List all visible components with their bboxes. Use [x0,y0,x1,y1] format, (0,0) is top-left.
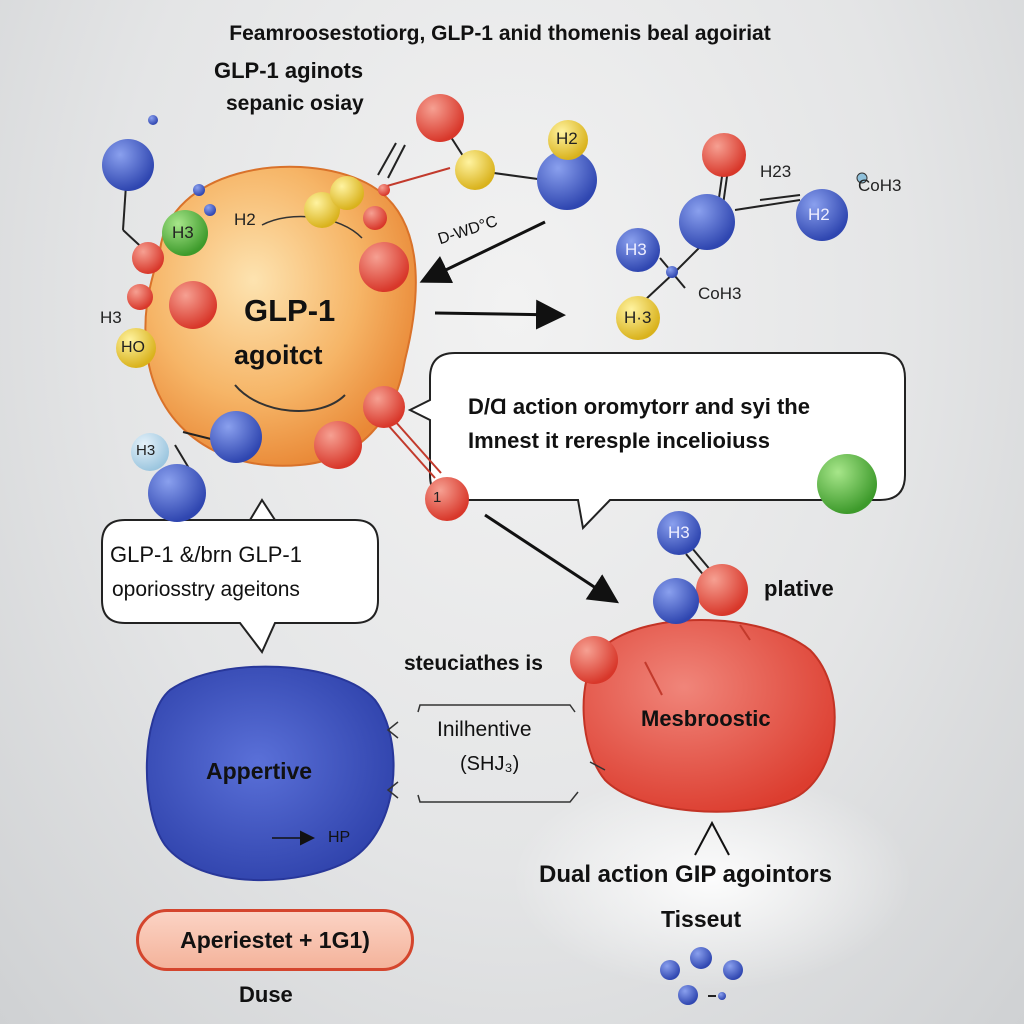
appertive-cell [145,665,395,882]
atom-label-h3-left: H3 [100,308,122,327]
glow-background [512,770,912,990]
appertive-hp-label: HP [328,829,351,846]
atom-label-h2-right: H2 [808,205,830,224]
diagram-header-line2: GLP-1 aginots [214,58,364,83]
atom-label-h2-top: H2 [234,210,256,229]
atom-label-h3-cell: H3 [668,523,690,542]
caret-up [694,820,730,856]
dual-action-label: Dual action GIP agointors [539,861,832,888]
green-atom-bubble [817,454,877,514]
small-lightblue-atom [856,172,868,184]
atom-label-h3-small: H3 [136,442,156,459]
left-bubble-line1: GLP-1 &/brn GLP-1 [110,542,302,567]
atom-label-h3-yellow: H·3 [624,308,652,327]
diagram-header-line3: sepanic osiay [226,92,364,115]
mesbroostic-label: Mesbroostic [641,706,771,731]
glp1-cell-subtitle: agoitct [234,340,323,370]
plative-label: plative [764,576,834,601]
action-speech-bubble [407,352,906,531]
red-bonds [371,167,751,696]
action-bubble-line2: Imnest it rerespIe incelioiuss [468,428,771,453]
atom-label-ho: HO [121,339,145,356]
aperiestet-pill: Aperiestet + 1G1) [136,909,414,971]
atom-label-one: 1 [433,489,442,506]
atom-label-h3-right: H3 [625,240,647,259]
atom-label-h2-yellow: H2 [556,129,578,148]
left-speech-bubble [101,519,379,654]
atom-label-coh3-top: CoH3 [858,176,902,195]
red-atom-1 [425,477,469,521]
tisseut-label: Tisseut [661,906,742,932]
inilhentive-label: Inilhentive [437,718,532,741]
glp1-cell-title: GLP-1 [244,293,336,328]
green-atom-left [162,210,208,256]
yellow-atoms [116,120,660,368]
appertive-label: Appertive [206,758,313,784]
inilhentive-brackets [386,704,606,803]
lightblue-atom [131,433,169,471]
small-molecule-cluster [660,947,743,1005]
arrows [272,220,620,846]
atom-label-h3-green: H3 [172,223,194,242]
action-bubble-line1: D/Ɑ action oromytorr and syi the [468,394,810,419]
red-atoms [127,94,748,684]
mesbroostic-cell [582,619,836,813]
atom-label-coh3-mid: CoH3 [698,284,742,303]
left-bubble-line2: oporiosstry ageitons [112,578,300,601]
diagram-header-line1: Feamroosestotiorg, GLP-1 anid thomenis b… [229,22,771,45]
blue-atoms [102,115,848,624]
left-bubble-pointer-up [248,498,277,521]
duse-label: Duse [239,982,293,1007]
steuciathes-label: steuciathes is [404,652,543,675]
inilhentive-formula: (SHJ₃) [460,753,520,775]
glp1-cell-inner-curve [234,384,346,412]
atom-label-h23: H23 [760,162,792,181]
